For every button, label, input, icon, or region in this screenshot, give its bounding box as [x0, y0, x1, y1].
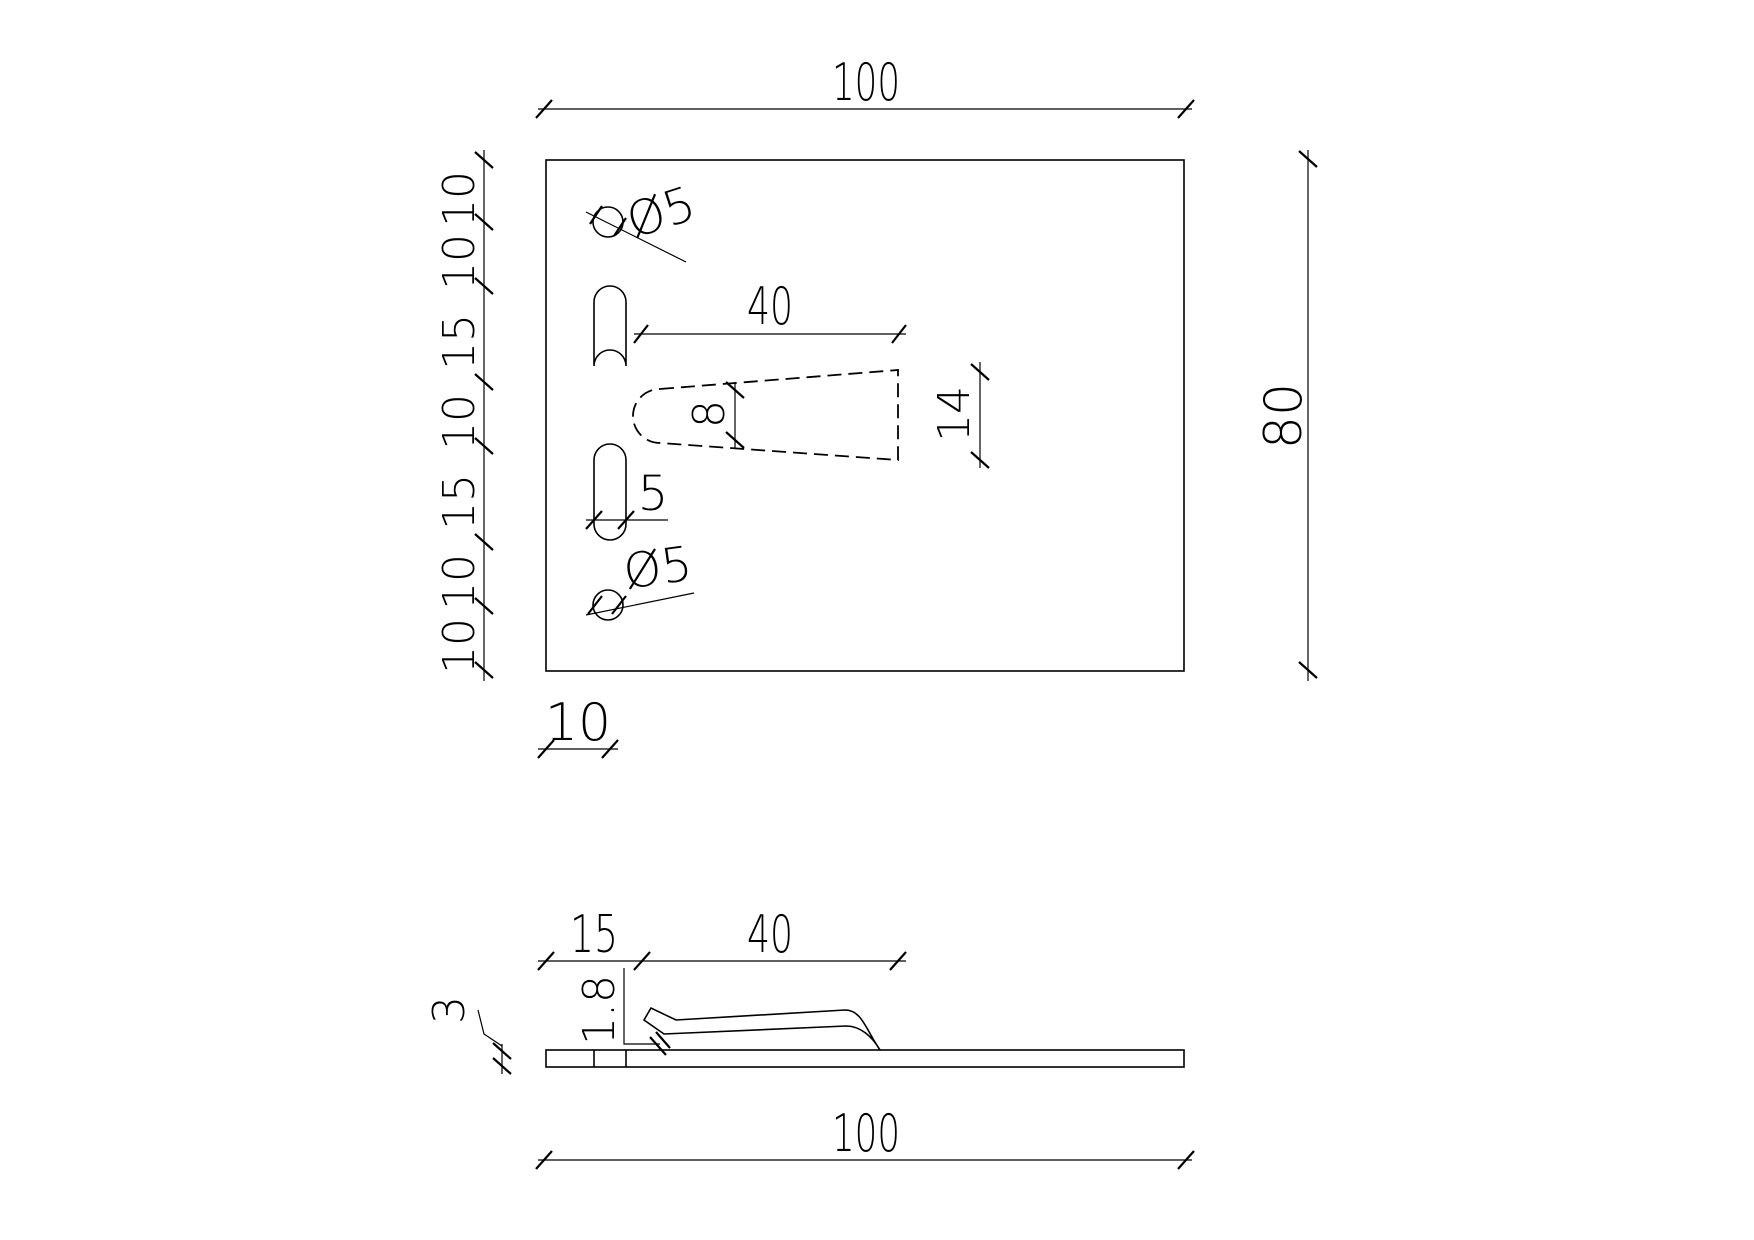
dim-text-hole-top: Ø5 [620, 176, 702, 250]
dim-text-plate-thickness: 3 [424, 996, 475, 1024]
hook-profile [642, 1006, 881, 1051]
side-view: 15 40 1.8 3 100 [424, 905, 1195, 1170]
hole-bottom: Ø5 [585, 536, 696, 621]
dim-text-stack-3: 15 [434, 314, 485, 370]
dim-overall-width-plan: 100 [535, 53, 1195, 119]
dim-text-stack-1: 10 [434, 171, 485, 227]
dim-text-hook-tip: 14 [929, 386, 980, 442]
dim-hook-rise: 1.8 [574, 968, 671, 1056]
dim-hook-root: 8 [684, 381, 745, 449]
hole-top: Ø5 [585, 176, 702, 263]
dim-text-hook-rise: 1.8 [574, 975, 625, 1045]
dim-text-slot-width: 5 [638, 466, 669, 522]
dim-overall-height: 80 [1254, 150, 1318, 681]
dim-slot-offset: 40 [633, 277, 907, 344]
slot-top [593, 285, 627, 367]
slot-bottom [593, 443, 627, 541]
dim-slot-width: 5 [585, 466, 669, 530]
dim-text-stack-4: 10 [434, 394, 485, 450]
dim-plate-thickness: 3 [424, 996, 512, 1075]
plan-view: 100 80 10 10 15 10 15 10 10 [434, 53, 1318, 759]
dim-text-hook-root: 8 [684, 400, 735, 428]
plate-side [545, 1049, 1185, 1068]
dim-overall-width-side: 100 [535, 1104, 1195, 1170]
dim-text-overall-width-side: 100 [832, 1104, 900, 1164]
dim-text-hole-bottom: Ø5 [620, 536, 695, 601]
dim-side-offsets: 15 40 [537, 905, 907, 971]
dim-text-stack-2: 10 [434, 234, 485, 290]
dim-hook-tip: 14 [929, 362, 990, 469]
dim-text-stack-7: 10 [434, 618, 485, 674]
dim-text-edge-offset: 10 [545, 693, 611, 753]
plate-outline [545, 159, 1185, 672]
dim-text-slot-offset: 40 [747, 277, 793, 337]
dim-text-overall-height: 80 [1254, 383, 1314, 449]
dim-text-stack-6: 10 [434, 554, 485, 610]
dim-text-hook-length: 40 [747, 905, 793, 965]
dim-text-stack-5: 15 [434, 474, 485, 530]
hook-hidden-outline [632, 369, 899, 461]
dim-edge-offset: 10 [537, 693, 619, 759]
dim-text-overall-width: 100 [832, 53, 900, 113]
dim-left-stack: 10 10 15 10 15 10 10 [434, 150, 494, 681]
dim-text-offset-left: 15 [570, 905, 618, 965]
